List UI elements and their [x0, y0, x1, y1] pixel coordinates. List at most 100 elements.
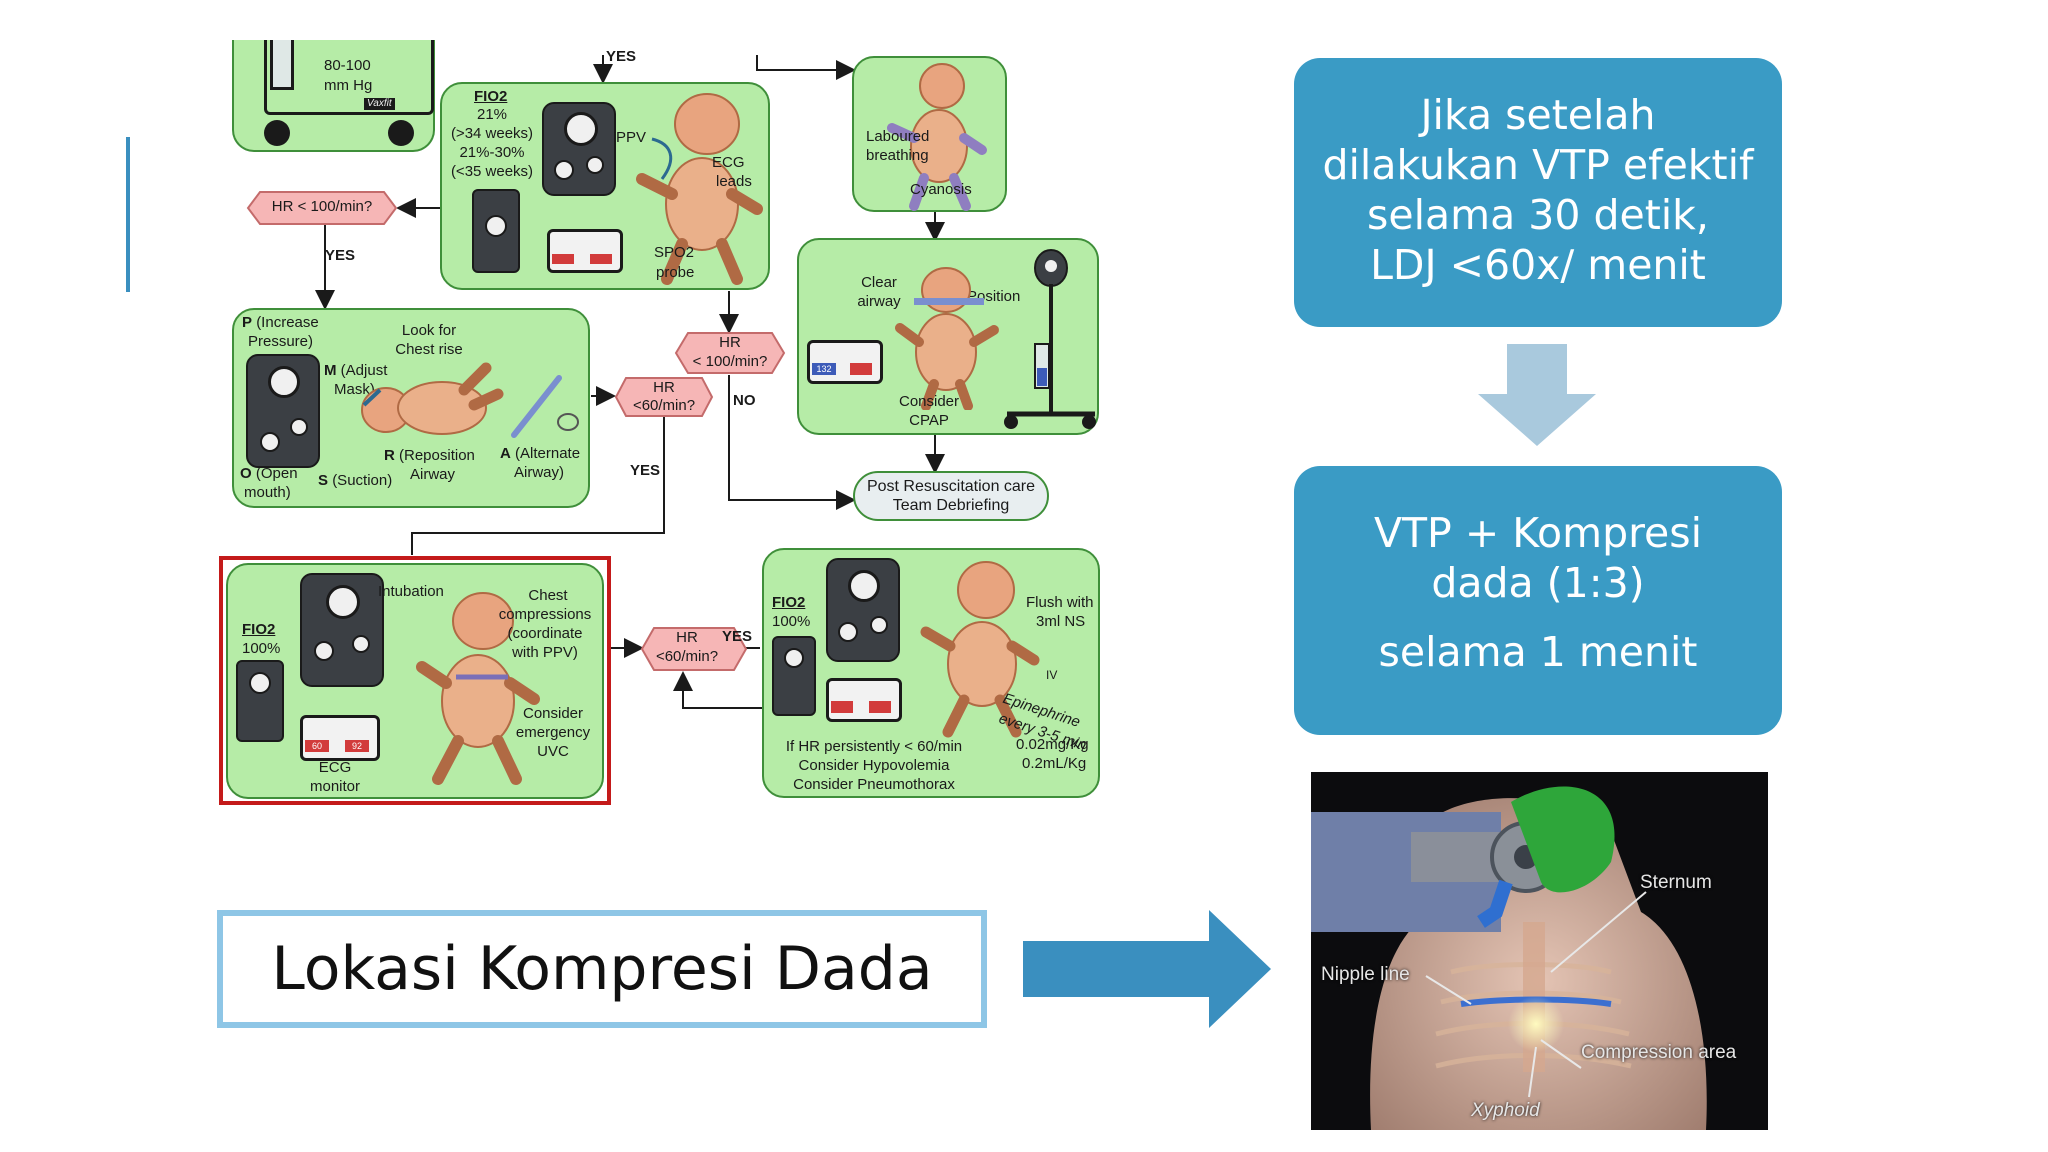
info-line-1: Jika setelah: [1420, 91, 1656, 139]
baby-illustration: [895, 267, 999, 410]
decision-hr-under-60-bottom: HR <60/min?: [640, 626, 748, 672]
ecg-monitor-label-1: ECG: [318, 759, 352, 776]
gauge-tube: [270, 40, 294, 90]
monitor-value-tab: 132: [812, 363, 836, 375]
sternum-label: Sternum: [1640, 872, 1712, 893]
info-box-text: VTP + Kompresi dada (1:3) selama 1 menit: [1294, 466, 1782, 677]
dose-label-1: 0.02mg/Kg: [1016, 736, 1089, 753]
fio2-value: 100%: [242, 640, 281, 657]
chest-label-4: with PPV): [512, 644, 578, 661]
cpap-panel: Clear airway Position 132 Consider C: [797, 238, 1099, 435]
infant-chest-illustration: [1311, 772, 1768, 1130]
iv-label: IV: [1046, 668, 1058, 682]
info-line-2: dada (1:3): [1431, 559, 1645, 607]
compression-area-label: Compression area: [1581, 1042, 1737, 1063]
decision-hexagon: [640, 627, 748, 671]
ecg-monitor-device: 132: [807, 340, 883, 384]
oxygen-blender-device: [236, 660, 284, 742]
flush-label-2: 3ml NS: [1036, 613, 1086, 630]
r-label-2: Airway: [410, 466, 456, 483]
machine-wheel-left: [264, 120, 290, 146]
r-label: R (Reposition: [384, 447, 475, 464]
ppv-panel: FIO2 21% (>34 weeks) 21%-30% (<35 weeks)…: [440, 82, 770, 290]
monitor-red-tab-2: [869, 701, 891, 713]
look-label-2: Chest rise: [395, 341, 463, 358]
decision-text-2: < 100/min?: [692, 353, 768, 370]
decision-hr-under-60-mid: HR <60/min?: [614, 376, 714, 418]
right-arrow-icon: [1023, 910, 1271, 1028]
o-label: O (Open: [240, 465, 298, 482]
machine-frame: [264, 40, 434, 115]
monitor-value-right: 92: [345, 740, 369, 752]
baby-illustration: [416, 592, 540, 785]
intubation-panel: FIO2 100% Intubation 60 92 ECG monitor C…: [226, 563, 604, 799]
decision-text: HR < 100/min?: [271, 198, 373, 215]
fio2-label: FIO2: [242, 621, 276, 638]
post-care-line-1: Post Resuscitation care: [866, 477, 1036, 495]
no-label: NO: [733, 392, 756, 409]
cyanosis-label: Cyanosis: [910, 181, 972, 198]
a-label: A (Alternate: [500, 445, 581, 462]
ppv-label: PPV: [616, 129, 647, 146]
resuscitator-device: [300, 573, 384, 687]
baby-illustration: [361, 362, 504, 435]
airway-tube-icon: [511, 375, 579, 438]
decision-hr-under-100-right: HR < 100/min?: [674, 331, 786, 375]
yes-label-mid: YES: [630, 462, 661, 479]
consider-uvc-label-1: Consider: [522, 705, 584, 722]
ecg-monitor-device: [547, 229, 623, 273]
fio2-label: FIO2: [474, 88, 508, 105]
a-label-2: Airway): [514, 464, 565, 481]
blender-knob-icon: [249, 672, 271, 694]
laboured-label-2: breathing: [866, 147, 929, 164]
nipple-line-label: Nipple line: [1321, 964, 1410, 985]
caption-text: Lokasi Kompresi Dada: [271, 934, 933, 1004]
knob-icon: [314, 641, 334, 661]
monitor-red-tab: [552, 254, 574, 264]
info-line-2: dilakukan VTP efektif: [1322, 141, 1754, 189]
look-label-1: Look for: [401, 322, 457, 339]
machine-brand-logo: Vaxfit: [364, 98, 395, 110]
xyphoid-label: Xyphoid: [1471, 1100, 1540, 1121]
info-line-4: LDJ <60x/ menit: [1370, 241, 1706, 289]
fio2-line-3: 21%-30%: [459, 144, 525, 161]
fio2-label: FIO2: [772, 594, 806, 611]
epinephrine-panel: FIO2 100% Flush with 3ml NS IV Epinephri…: [762, 548, 1100, 798]
info-box-text: Jika setelah dilakukan VTP efektif selam…: [1294, 58, 1782, 290]
knob-icon-2: [290, 418, 308, 436]
down-arrow-icon: [1478, 344, 1596, 446]
knob-icon: [838, 622, 858, 642]
decision-text-1: HR: [676, 629, 698, 646]
machine-wheel-right: [388, 120, 414, 146]
mrsopa-panel: P (Increase Pressure) Look for Chest ris…: [232, 308, 590, 508]
flush-label-1: Flush with: [1026, 594, 1094, 611]
ecg-monitor-device: [826, 678, 902, 722]
monitor-red-tab: [831, 701, 853, 713]
cpap-stand-icon: [1004, 249, 1096, 429]
post-resuscitation-pill: Post Resuscitation care Team Debriefing: [853, 471, 1049, 521]
knob-icon-2: [352, 635, 370, 653]
s-label: S (Suction): [318, 472, 393, 489]
persist-label-3: Consider Pneumothorax: [793, 776, 955, 793]
consider-uvc-label-3: UVC: [537, 743, 569, 760]
decision-text-2: <60/min?: [632, 397, 696, 414]
spo2-label-2: probe: [656, 264, 695, 281]
chest-label-2: compressions: [498, 606, 592, 623]
pressure-gauge-icon: [848, 570, 880, 602]
knob-icon: [260, 432, 280, 452]
decision-text-2: <60/min?: [655, 648, 719, 665]
baby-illustration: [920, 561, 1040, 738]
blender-knob-icon: [784, 648, 804, 668]
resuscitator-device: [246, 354, 320, 468]
cyanosis-panel: Laboured breathing Cyanosis: [852, 56, 1007, 212]
persist-label-2: Consider Hypovolemia: [798, 757, 950, 774]
info-box-vtp-compression: VTP + Kompresi dada (1:3) selama 1 menit: [1294, 466, 1782, 735]
pressure-value: 80-100: [324, 57, 371, 74]
chest-label-3: (coordinate: [507, 625, 583, 642]
p-label-2: Pressure): [248, 333, 314, 350]
clear-airway-label-1: Clear: [861, 274, 897, 291]
p-label: P (Increase: [242, 314, 319, 331]
consider-uvc-label-2: emergency: [515, 724, 591, 741]
pressure-gauge-icon: [268, 366, 300, 398]
blender-knob-icon: [485, 215, 507, 237]
